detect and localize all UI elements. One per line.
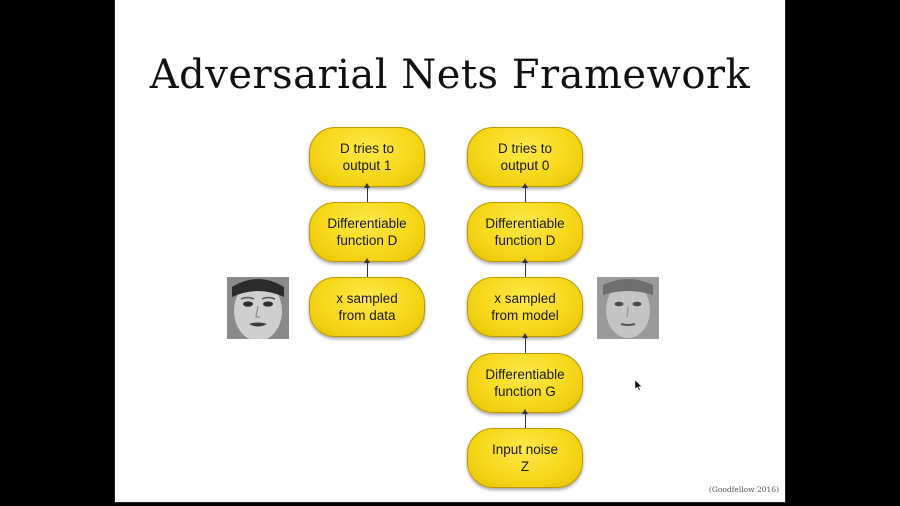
left-differentiable-d-box: Differentiable function D: [309, 202, 425, 262]
arrow-model-to-d: [522, 258, 528, 277]
slide-title: Adversarial Nets Framework: [149, 52, 751, 98]
d-output-1-box: D tries to output 1: [309, 127, 425, 187]
x-from-data-box: x sampled from data: [309, 277, 425, 337]
arrow-d-to-output-0: [522, 183, 528, 202]
slide: Adversarial Nets Framework D tries to ou…: [115, 0, 785, 502]
arrow-noise-to-g: [522, 409, 528, 428]
d-output-0-box: D tries to output 0: [467, 127, 583, 187]
input-noise-box: Input noise Z: [467, 428, 583, 488]
right-differentiable-d-box: Differentiable function D: [467, 202, 583, 262]
citation: (Goodfellow 2016): [708, 485, 779, 494]
arrow-data-to-d: [364, 258, 370, 277]
arrow-d-to-output-1: [364, 183, 370, 202]
arrow-g-to-model: [522, 333, 528, 353]
generated-face-image: [597, 277, 659, 339]
differentiable-g-box: Differentiable function G: [467, 353, 583, 413]
real-face-image: [227, 277, 289, 339]
x-from-model-box: x sampled from model: [467, 277, 583, 337]
